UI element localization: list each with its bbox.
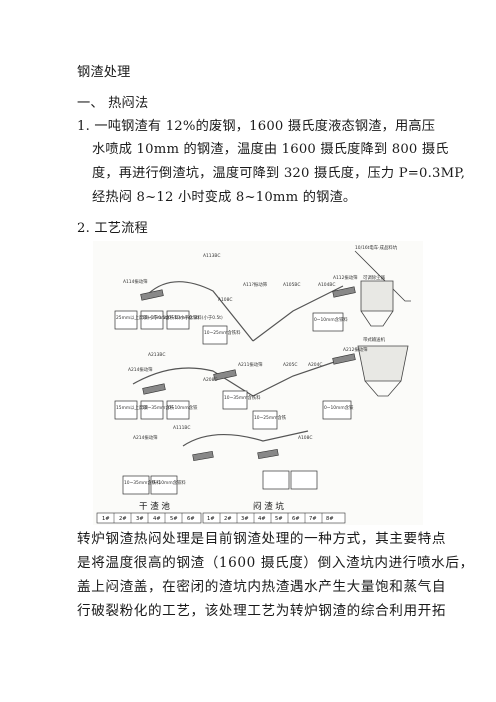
process-flow-svg: A113BC A114振动筛 A108C A11?振动筛 A105BC A104…: [93, 241, 423, 525]
label-a212-screen: A212振动筛: [343, 346, 368, 353]
dry-pit-4: 4#: [153, 516, 161, 522]
pile-label-4: 15mm以上废钢: [116, 404, 148, 411]
stew-pit-7: 7#: [309, 516, 317, 522]
pile-label-12: 10~35mm含铁料: [124, 479, 161, 486]
silo-label-1: 10/16t电车·成品料坑: [355, 244, 398, 251]
paragraph-line-3: 盖上闷渣盖，在密闭的渣坑内热渣遇水产生大量饱和蒸气自: [77, 579, 447, 595]
item-1-line-1: 1. 一吨钢渣有 12%的废钢，1600 摄氏度液态钢渣，用高压: [77, 119, 436, 134]
silo-label-2: 可调除尘器: [363, 274, 386, 281]
pile-label-11: 0~10mm含铁: [324, 404, 354, 411]
label-a112-screen: A112振动筛: [333, 274, 358, 281]
pile-label-7: 10~25mm含铁料: [204, 329, 241, 336]
label-a213bc: A213BC: [148, 352, 165, 358]
stew-pit-6: 6#: [292, 516, 300, 522]
label-a104bc: A104BC: [318, 282, 335, 288]
stew-pit-1: 1#: [207, 516, 215, 522]
pile-label-13: 0~10mm含铁料: [152, 479, 186, 486]
label-a11x-screen: A11?振动筛: [243, 281, 268, 288]
item-2-heading: 2. 工艺流程: [77, 221, 148, 236]
dry-pit-3: 3#: [136, 516, 144, 522]
pile-label-8: 0~10mm含铁料: [314, 316, 348, 323]
item-1-line-3: 度，再进行倒渣坑，温度可降到 320 摄氏度，压力 P=0.3MP,: [92, 166, 466, 181]
label-a105bc: A105BC: [283, 282, 300, 288]
document-title: 钢渣处理: [77, 65, 131, 80]
dry-slag-pit-label: 干 渣 池: [139, 501, 170, 512]
stew-pit-8: 8#: [326, 516, 334, 522]
label-a113bc: A113BC: [203, 253, 220, 259]
label-a111bc: A111BC: [173, 425, 190, 431]
pile-label-2: 10~25mm含铁料(小于0.5t): [142, 314, 200, 321]
label-a214-screen: A214振动筛: [128, 366, 153, 373]
item-1-line-2: 水喷成 10mm 的钢渣，温度由 1600 摄氏度降到 800 摄氏: [92, 142, 449, 157]
label-a214-screen-2: A214振动筛: [133, 434, 158, 441]
label-a205c: A205C: [283, 362, 297, 368]
label-a108c: A108C: [218, 297, 232, 303]
item-1-line-4: 经热闷 8~12 小时变成 8~10mm 的钢渣。: [92, 190, 357, 205]
paragraph-line-2: 是将温度很高的钢渣（1600 摄氏度）倒入渣坑内进行喷水后，: [77, 555, 474, 571]
label-a108c-2: A108C: [298, 435, 312, 441]
silo-label-3: 带式输送机: [363, 336, 386, 343]
label-a114-screen: A114振动筛: [123, 278, 148, 285]
stew-pit-3: 3#: [241, 516, 249, 522]
label-a211-screen: A211振动筛: [238, 361, 263, 368]
pile-label-6: 0~10mm含铁: [168, 404, 198, 411]
label-a204c: A204C: [308, 362, 322, 368]
dry-pit-2: 2#: [119, 516, 127, 522]
process-flow-diagram: A113BC A114振动筛 A108C A11?振动筛 A105BC A104…: [93, 241, 423, 525]
dry-pit-1: 1#: [102, 516, 110, 522]
paragraph-line-4: 行破裂粉化的工艺，该处理工艺为转炉钢渣的综合利用开拓: [77, 603, 447, 619]
stew-pit-5: 5#: [275, 516, 283, 522]
pile-label-9: 10~35mm含铁料: [224, 394, 261, 401]
pile-label-3: 0~10mm含铁料(小于0.5t): [168, 314, 223, 321]
dry-pit-6: 6#: [187, 516, 195, 522]
stew-pit-4: 4#: [258, 516, 266, 522]
label-a208c: A208C: [203, 377, 217, 383]
paragraph-line-1: 转炉钢渣热闷处理是目前钢渣处理的一种方式，其主要特点: [77, 531, 447, 547]
pile-label-10: 10~25mm含铁: [254, 414, 287, 421]
hot-stewing-pit-label: 闷 渣 坑: [253, 501, 284, 512]
stew-pit-2: 2#: [224, 516, 232, 522]
pile-label-5: 10~35mm含铁: [142, 404, 175, 411]
section-heading: 一、 热闷法: [77, 96, 149, 111]
pile-label-1: 25mm以上废钢(小于0.5t): [116, 314, 169, 321]
dry-pit-5: 5#: [170, 516, 178, 522]
